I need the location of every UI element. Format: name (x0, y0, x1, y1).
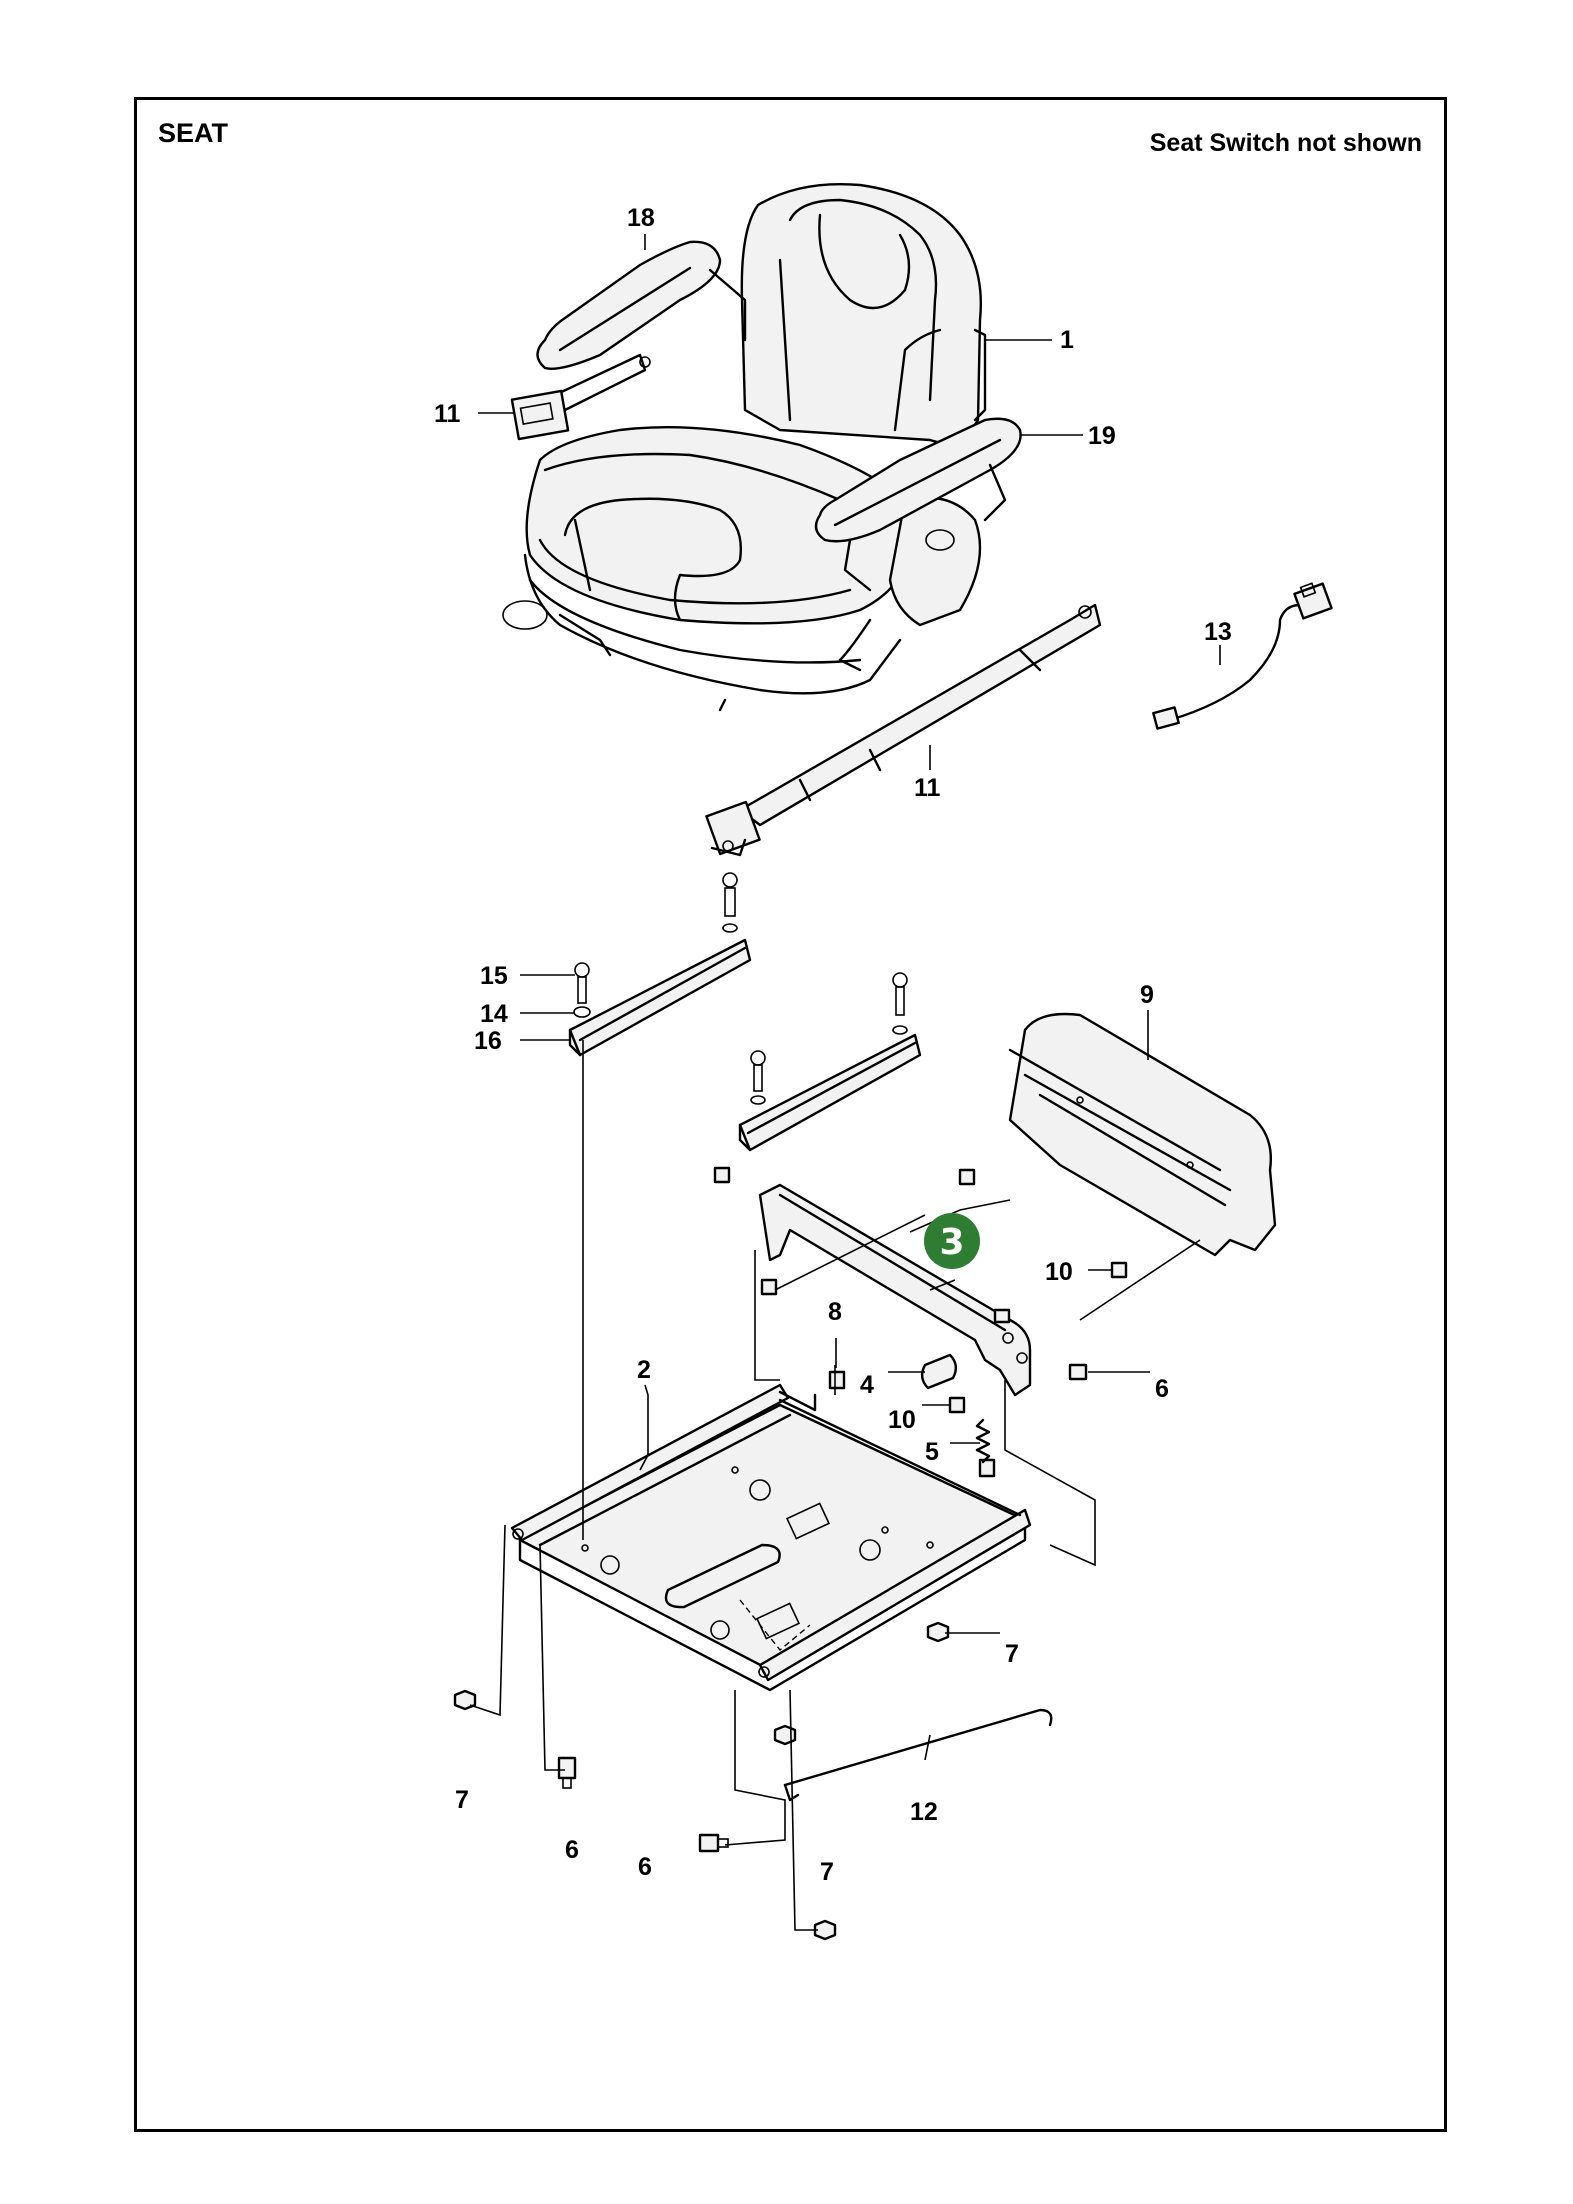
callout-7-left: 7 (455, 1786, 469, 1814)
callout-9: 9 (1140, 981, 1154, 1009)
callouts: 18 1 11 19 13 11 15 9 14 16 10 8 2 4 6 1… (434, 204, 1232, 1886)
badge-label: 3 (939, 1222, 964, 1263)
seat-cover (1008, 1012, 1277, 1257)
callout-16: 16 (474, 1027, 502, 1055)
callout-1: 1 (1060, 326, 1074, 354)
seat-switch-bracket (758, 1183, 1032, 1397)
callout-13: 13 (1204, 618, 1232, 646)
callout-7-right: 7 (1005, 1640, 1019, 1668)
diagram-note: Seat Switch not shown (1149, 129, 1422, 157)
callout-14: 14 (480, 1000, 508, 1028)
callout-5: 5 (925, 1438, 939, 1466)
callout-8: 8 (828, 1298, 842, 1326)
callout-6-left: 6 (565, 1836, 579, 1864)
diagram-title: SEAT (158, 118, 229, 148)
seat-belt-strap (705, 603, 1102, 857)
armrest-left (510, 240, 747, 441)
badge-circle (924, 1213, 980, 1269)
callout-10-upper: 10 (1045, 1258, 1073, 1286)
callout-18: 18 (627, 204, 655, 232)
callout-6-right: 6 (1155, 1375, 1169, 1403)
armrest-right (814, 417, 1022, 592)
mount-rail-left (568, 872, 752, 1057)
callout-11-buckle: 11 (434, 400, 461, 428)
callout-7-bottom: 7 (820, 1858, 834, 1886)
base-plate (510, 1383, 1032, 1692)
mount-rail-right (738, 972, 922, 1152)
highlight-badge: 3 (924, 1213, 980, 1269)
latch-rod (783, 1708, 1053, 1802)
seat-assembly (502, 182, 987, 712)
leader-lines (478, 234, 1221, 1761)
callout-11-strap: 11 (914, 774, 941, 802)
callout-12: 12 (910, 1798, 938, 1826)
drawing-frame (134, 97, 1447, 2132)
callout-2: 2 (637, 1356, 651, 1384)
callout-15: 15 (480, 962, 508, 990)
callout-6-bottom: 6 (638, 1853, 652, 1881)
callout-4: 4 (860, 1371, 874, 1399)
assembly-lines (469, 1040, 1201, 1931)
hardware (453, 1166, 1128, 1941)
callout-19: 19 (1088, 422, 1116, 450)
seat-switch-harness (1152, 582, 1333, 730)
callout-10-lower: 10 (888, 1406, 916, 1434)
